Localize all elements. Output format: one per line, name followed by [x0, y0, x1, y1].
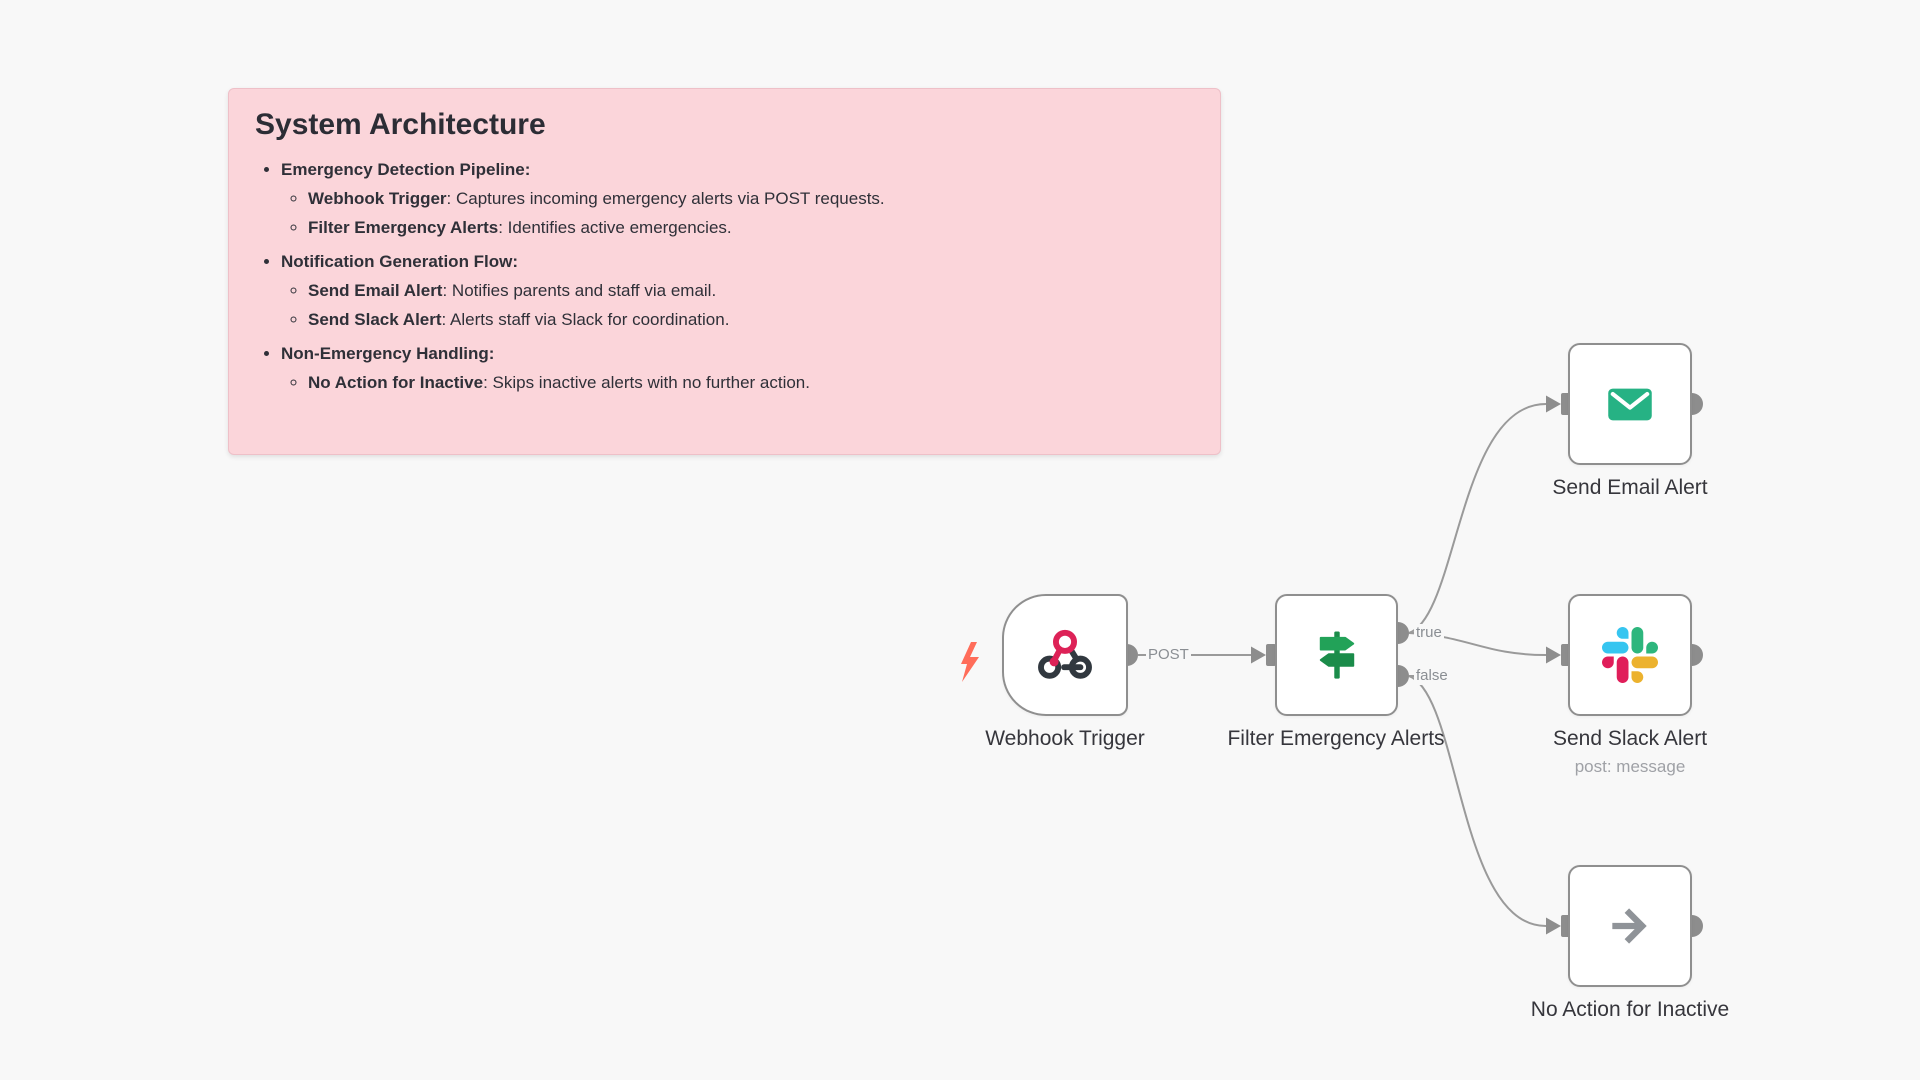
note-item: No Action for Inactive: Skips inactive a…: [308, 368, 1194, 397]
note-item: Send Email Alert: Notifies parents and s…: [308, 276, 1194, 305]
node-webhook-trigger[interactable]: [1002, 594, 1128, 716]
node-label-filter: Filter Emergency Alerts: [1227, 727, 1445, 750]
edge-filter-false-noop[interactable]: [1408, 675, 1571, 937]
note-sublist: No Action for Inactive: Skips inactive a…: [281, 368, 1194, 397]
note-list: Emergency Detection Pipeline:Webhook Tri…: [255, 155, 1194, 397]
filter-input-port[interactable]: [1266, 644, 1276, 666]
sticky-note-title: System Architecture: [255, 108, 546, 141]
edge-webhook-filter[interactable]: [1138, 644, 1276, 666]
edge-arrowhead: [1546, 395, 1561, 413]
note-group: Emergency Detection Pipeline:Webhook Tri…: [281, 155, 1194, 242]
node-label-noop: No Action for Inactive: [1530, 998, 1730, 1021]
note-group: Notification Generation Flow:Send Email …: [281, 247, 1194, 334]
filter-signpost-icon: [1319, 631, 1354, 679]
webhook-output-label: POST: [1146, 646, 1191, 664]
node-send-email-alert[interactable]: [1568, 343, 1692, 465]
edge-arrowhead: [1546, 917, 1561, 935]
slack-icon: [1602, 627, 1658, 683]
note-item: Filter Emergency Alerts: Identifies acti…: [308, 213, 1194, 242]
edge-arrowhead: [1251, 646, 1266, 664]
node-label-webhook: Webhook Trigger: [985, 727, 1145, 750]
note-item: Webhook Trigger: Captures incoming emerg…: [308, 184, 1194, 213]
node-send-slack-alert[interactable]: [1568, 594, 1692, 716]
note-group: Non-Emergency Handling:No Action for Ina…: [281, 339, 1194, 397]
node-label-slack: Send Slack Alert: [1552, 727, 1708, 750]
note-sublist: Send Email Alert: Notifies parents and s…: [281, 276, 1194, 334]
filter-true-label: true: [1414, 624, 1444, 642]
node-sublabel-slack: post: message: [1574, 757, 1686, 776]
webhook-icon: [1038, 629, 1092, 679]
edge-arrowhead: [1546, 646, 1561, 664]
note-sublist: Webhook Trigger: Captures incoming emerg…: [281, 184, 1194, 242]
email-envelope-icon: [1608, 388, 1652, 421]
lightning-bolt-icon: [961, 642, 979, 682]
note-item: Send Slack Alert: Alerts staff via Slack…: [308, 305, 1194, 334]
edge-filter-true-email[interactable]: [1408, 393, 1571, 634]
node-label-email: Send Email Alert: [1552, 476, 1708, 499]
node-no-action-for-inactive[interactable]: [1568, 865, 1692, 987]
filter-false-label: false: [1414, 667, 1450, 685]
node-filter-emergency-alerts[interactable]: [1275, 594, 1398, 716]
arrow-right-icon: [1612, 908, 1647, 944]
sticky-note[interactable]: System Architecture Emergency Detection …: [228, 88, 1221, 455]
